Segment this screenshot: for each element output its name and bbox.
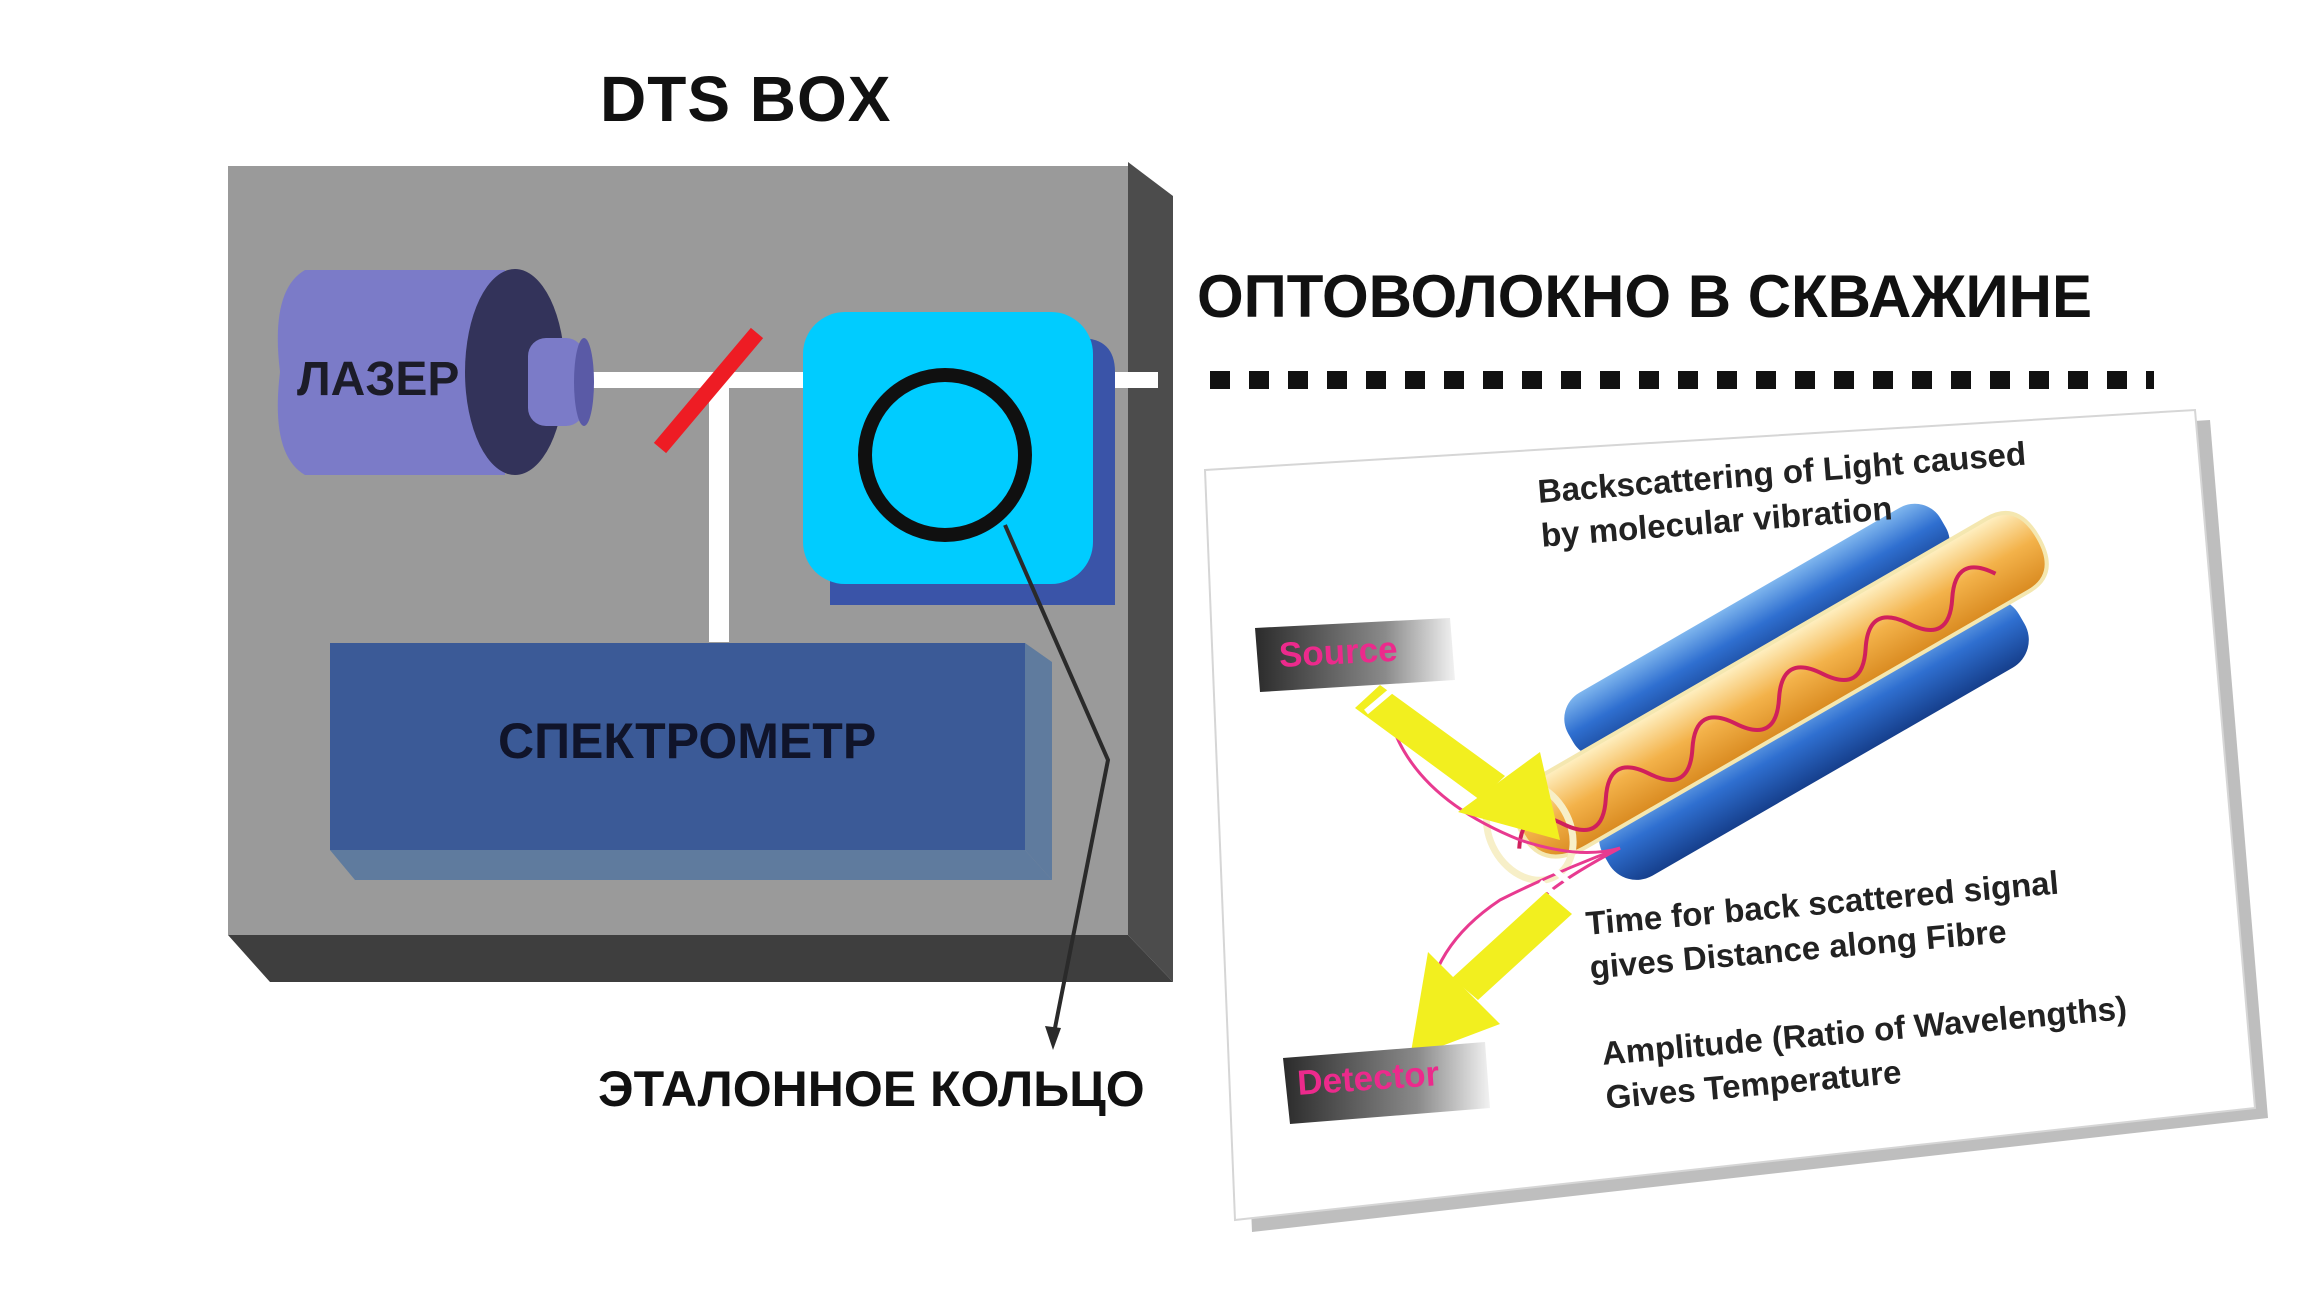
dts-box-side xyxy=(1128,162,1173,982)
fiber-in-well-title: ОПТОВОЛОКНО В СКВАЖИНЕ xyxy=(1197,263,2093,330)
reference-ring-label: ЭТАЛОННОЕ КОЛЬЦО xyxy=(598,1061,1145,1117)
reference-ring-box-face xyxy=(803,312,1093,584)
source-tag xyxy=(1255,618,1455,692)
spectrometer xyxy=(330,643,1052,880)
dts-box-bottom xyxy=(228,935,1173,982)
arrow-source-to-fiber xyxy=(1348,675,1560,840)
cable-lower-half xyxy=(1599,598,2029,880)
arrow-fiber-to-detector xyxy=(1410,865,1580,1058)
laser-body xyxy=(277,270,505,475)
reference-ring-leader-arrowhead xyxy=(1045,1026,1061,1050)
laser-nozzle xyxy=(528,338,584,426)
backscatter-wave xyxy=(1517,565,1997,849)
spectrometer-face xyxy=(330,643,1025,850)
spectrometer-label: СПЕКТРОМЕТР xyxy=(498,713,877,769)
fiber-inset xyxy=(1203,408,2268,1232)
detector-tag xyxy=(1283,1042,1490,1124)
laser xyxy=(277,269,594,475)
beam-splitter-mirror xyxy=(653,327,764,454)
reference-ring-leader xyxy=(1003,524,1111,1039)
fiber-exit-stub xyxy=(1128,372,1158,388)
laser-label: ЛАЗЕР xyxy=(297,353,460,406)
source-label: Source xyxy=(1278,629,1399,675)
spectrometer-bottom xyxy=(330,850,1052,880)
reference-ring xyxy=(858,368,1032,542)
dts-box xyxy=(228,162,1173,982)
cable-upper-half xyxy=(1564,503,1950,758)
spectrometer-side xyxy=(1025,643,1052,880)
dts-box-title: DTS BOX xyxy=(600,63,892,135)
light-path-vertical xyxy=(709,380,729,642)
reference-ring-box xyxy=(803,312,1115,605)
laser-nozzle-tip xyxy=(574,338,594,426)
signal-curve-source xyxy=(1382,689,1621,854)
